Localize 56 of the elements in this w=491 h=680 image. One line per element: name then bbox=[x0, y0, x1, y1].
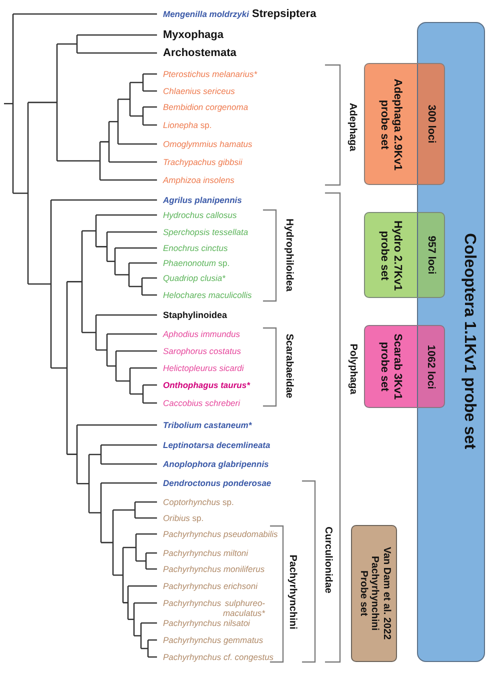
taxon-label: Pterostichus melanarius* bbox=[163, 69, 258, 79]
probe-set-name: Coleoptera 1.1Kv1 probe set bbox=[460, 233, 478, 450]
taxon-label: Strepsiptera bbox=[252, 8, 316, 20]
taxon-label: Pachyrhynchus nilsatoi bbox=[163, 618, 250, 628]
taxon-label: Trachypachus gibbsii bbox=[163, 157, 242, 167]
taxon-label: Bembidion corgenoma bbox=[163, 102, 248, 112]
taxon-label: Lionepha sp. bbox=[163, 120, 212, 130]
taxon-label: Sarophorus costatus bbox=[163, 346, 241, 356]
taxon-label: Archostemata bbox=[163, 46, 236, 60]
clade-label: Hydrophiloidea bbox=[282, 218, 294, 292]
taxon-label: Oribius sp. bbox=[163, 513, 204, 523]
taxon-label: Caccobius schreberi bbox=[163, 398, 240, 408]
taxon-label: Quadriop clusia* bbox=[163, 273, 226, 283]
taxon-label: Helochares maculicollis bbox=[163, 290, 252, 300]
taxon-label: Chlaenius sericeus bbox=[163, 86, 235, 96]
clade-label: Scarabaeidae bbox=[282, 334, 294, 398]
taxon-label: Leptinotarsa decemlineata bbox=[163, 440, 270, 450]
taxon-label: Enochrus cinctus bbox=[163, 243, 228, 253]
taxon-label: Amphizoa insolens bbox=[163, 175, 234, 185]
probe-set-box bbox=[364, 212, 445, 298]
taxon-label: Hydrochus callosus bbox=[163, 210, 237, 220]
taxon-label: Tribolium castaneum* bbox=[163, 420, 252, 430]
taxon-label: Pachyrhynchus miltoni bbox=[163, 548, 248, 558]
clade-label: Curculionidae bbox=[320, 526, 333, 594]
probe-set-name: Hydro 2.7Kv1 probe set bbox=[378, 218, 404, 292]
taxon-label: Aphodius immundus bbox=[163, 329, 240, 339]
taxon-label: Onthophagus taurus* bbox=[163, 380, 250, 390]
taxon-label: Coptorhynchus sp. bbox=[163, 497, 234, 507]
probe-set-name: Adephaga 2.9Kv1 probe set bbox=[378, 77, 404, 172]
clade-label: Adephaga bbox=[346, 102, 358, 152]
taxon-label: Anoplophora glabripennis bbox=[163, 459, 269, 469]
taxon-label: Phaenonotum sp. bbox=[163, 258, 230, 268]
taxon-label: Dendroctonus ponderosae bbox=[163, 478, 272, 488]
taxon-label: Sperchopsis tessellata bbox=[163, 227, 248, 237]
probe-set-box bbox=[364, 63, 445, 185]
taxon-label: Staphylinoidea bbox=[163, 310, 228, 320]
taxon-label: Myxophaga bbox=[163, 28, 224, 42]
taxon-label: Helictopleurus sicardi bbox=[163, 363, 244, 373]
taxon-label: Omoglymmius hamatus bbox=[163, 139, 252, 149]
taxon-label: Pachyrhynchus moniliferus bbox=[163, 564, 265, 574]
probe-set-name: Scarab 3Kv1 probe set bbox=[378, 332, 404, 402]
taxon-label: Agrilus planipennis bbox=[163, 195, 242, 205]
probe-set-name: Van Dam et al. 2022 Pachyrhynchini Probe set bbox=[356, 546, 392, 642]
taxon-label: Pachyrhynchus gemmatus bbox=[163, 635, 264, 645]
loci-count: 300 loci bbox=[424, 104, 437, 144]
probe-set-box bbox=[351, 525, 397, 662]
taxon-label: Pachyrhynchus cf. congestus bbox=[163, 652, 274, 662]
taxon-label: Pachyrhynchus sulphureo- maculatus* bbox=[163, 598, 265, 619]
loci-count: 957 loci bbox=[424, 236, 437, 274]
taxon-label: Mengenilla moldrzyki bbox=[163, 9, 249, 19]
clade-label: Polyphaga bbox=[346, 344, 358, 394]
clade-label: Pachyrhynchini bbox=[286, 554, 298, 630]
taxon-label: Pachyrhynchus erichsoni bbox=[163, 581, 258, 591]
loci-count: 1062 loci bbox=[425, 344, 438, 389]
taxon-label: Pachyrhynchus pseudomabilis bbox=[163, 529, 278, 539]
probe-set-box bbox=[364, 325, 445, 408]
